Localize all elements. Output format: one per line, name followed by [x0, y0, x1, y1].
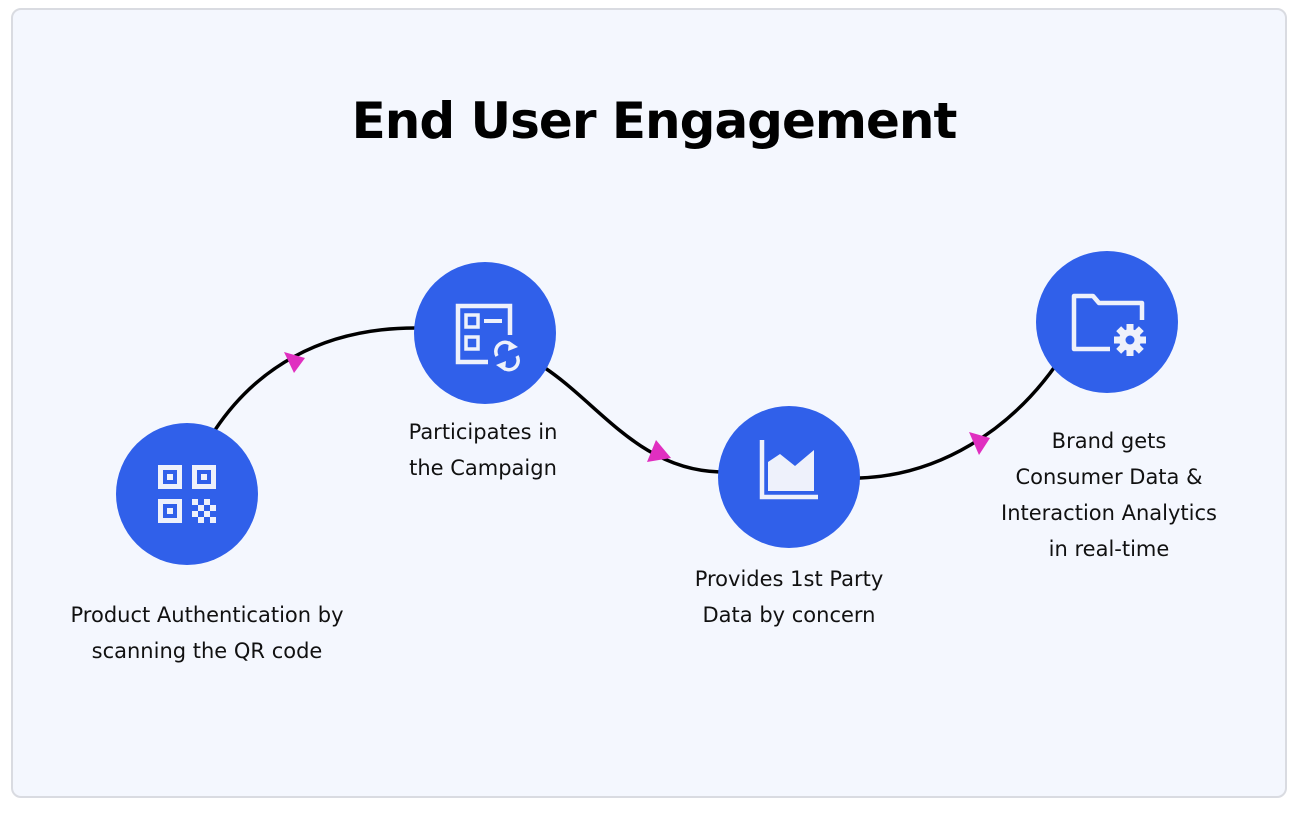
arrow-marker-3 — [969, 432, 990, 455]
qr-code-icon — [158, 465, 216, 523]
area-chart-icon — [759, 440, 818, 500]
form-refresh-icon — [455, 303, 520, 372]
diagram-card — [11, 8, 1287, 798]
folder-settings-icon — [1071, 293, 1146, 356]
arrow-marker-2 — [647, 440, 671, 462]
step-3-node — [718, 406, 860, 548]
step-1-label: Product Authentication by scanning the Q… — [70, 603, 344, 663]
step-4-label: Brand gets Consumer Data & Interaction A… — [1001, 429, 1217, 561]
step-3-label: Provides 1st Party Data by concern — [694, 567, 884, 627]
arrow-marker-1 — [284, 352, 305, 373]
flow-path — [213, 326, 1058, 480]
step-4-node — [1036, 251, 1178, 393]
step-2-node — [414, 262, 556, 404]
page-title: End User Engagement — [351, 92, 958, 150]
step-2-label: Participates in the Campaign — [408, 420, 558, 480]
step-1-node — [116, 423, 258, 565]
